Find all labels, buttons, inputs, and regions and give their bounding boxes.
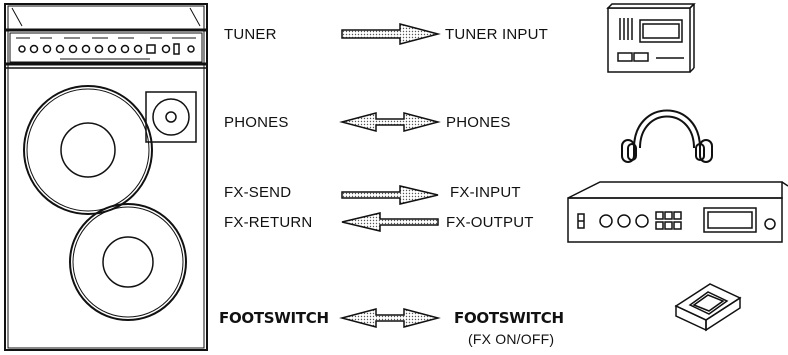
effects-unit-icon [567, 181, 788, 243]
fx-send-label: FX-SEND [224, 184, 292, 201]
fx-return-arrow [341, 212, 439, 232]
tuner-arrow [341, 23, 441, 45]
fx-return-label: FX-RETURN [224, 214, 313, 231]
fx-input-label: FX-INPUT [450, 184, 521, 201]
amplifier-cabinet-icon [4, 3, 208, 351]
tuner-output-label: TUNER [224, 26, 277, 43]
footswitch-sub-label: (FX ON/OFF) [468, 331, 555, 347]
fx-output-label: FX-OUTPUT [446, 214, 534, 231]
tuner-input-label: TUNER INPUT [445, 26, 549, 43]
headphones-icon [621, 109, 713, 163]
footswitch-amp-label: FOOTSWITCH [219, 309, 329, 327]
footswitch-double-arrow [339, 308, 441, 328]
footswitch-device-label: FOOTSWITCH [454, 309, 564, 327]
phones-double-arrow [339, 112, 441, 132]
phones-device-label: PHONES [446, 114, 511, 131]
fx-send-arrow [341, 185, 439, 205]
tuner-icon [606, 3, 696, 73]
footswitch-pedal-icon [674, 283, 742, 332]
phones-amp-label: PHONES [224, 114, 289, 131]
